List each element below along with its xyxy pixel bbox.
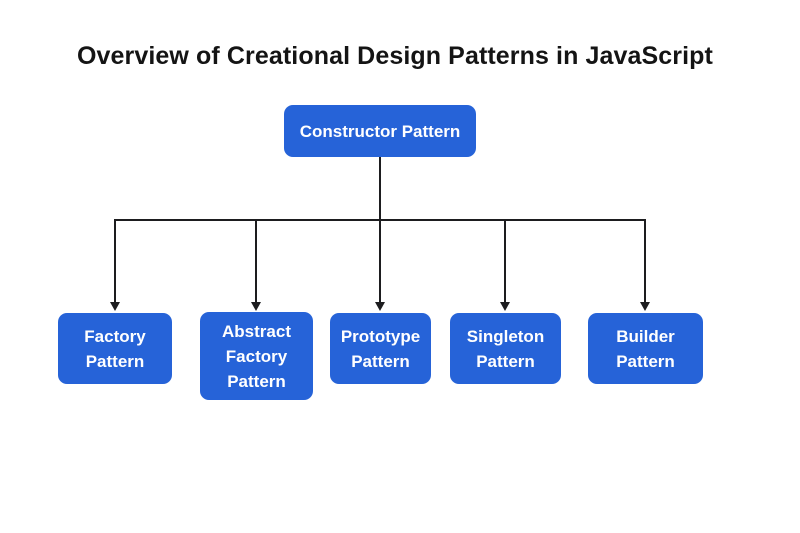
edge-drop-abstract-factory	[255, 221, 257, 303]
node-label: Constructor Pattern	[299, 121, 461, 141]
node-label: Builder Pattern	[616, 326, 675, 371]
edge-drop-builder	[644, 221, 646, 303]
arrowhead-down-icon	[110, 302, 120, 311]
arrowhead-down-icon	[640, 302, 650, 311]
node-prototype-pattern: Prototype Pattern	[330, 313, 431, 384]
arrowhead-down-icon	[251, 302, 261, 311]
node-builder-pattern: Builder Pattern	[588, 313, 703, 384]
node-label: Prototype Pattern	[340, 326, 421, 371]
arrowhead-down-icon	[500, 302, 510, 311]
edge-drop-prototype	[379, 221, 381, 303]
node-label: Singleton Pattern	[466, 326, 545, 371]
node-label: Factory Pattern	[84, 326, 146, 371]
edge-drop-factory	[114, 221, 116, 303]
arrowhead-down-icon	[375, 302, 385, 311]
edge-root-stem	[379, 157, 381, 220]
node-abstract-factory-pattern: Abstract Factory Pattern	[200, 312, 313, 400]
edge-drop-singleton	[504, 221, 506, 303]
edge-bus	[114, 219, 646, 221]
node-factory-pattern: Factory Pattern	[58, 313, 172, 384]
diagram-title: Overview of Creational Design Patterns i…	[77, 42, 713, 70]
node-label: Abstract Factory Pattern	[222, 321, 291, 391]
node-constructor-pattern: Constructor Pattern	[284, 105, 476, 157]
node-singleton-pattern: Singleton Pattern	[450, 313, 561, 384]
